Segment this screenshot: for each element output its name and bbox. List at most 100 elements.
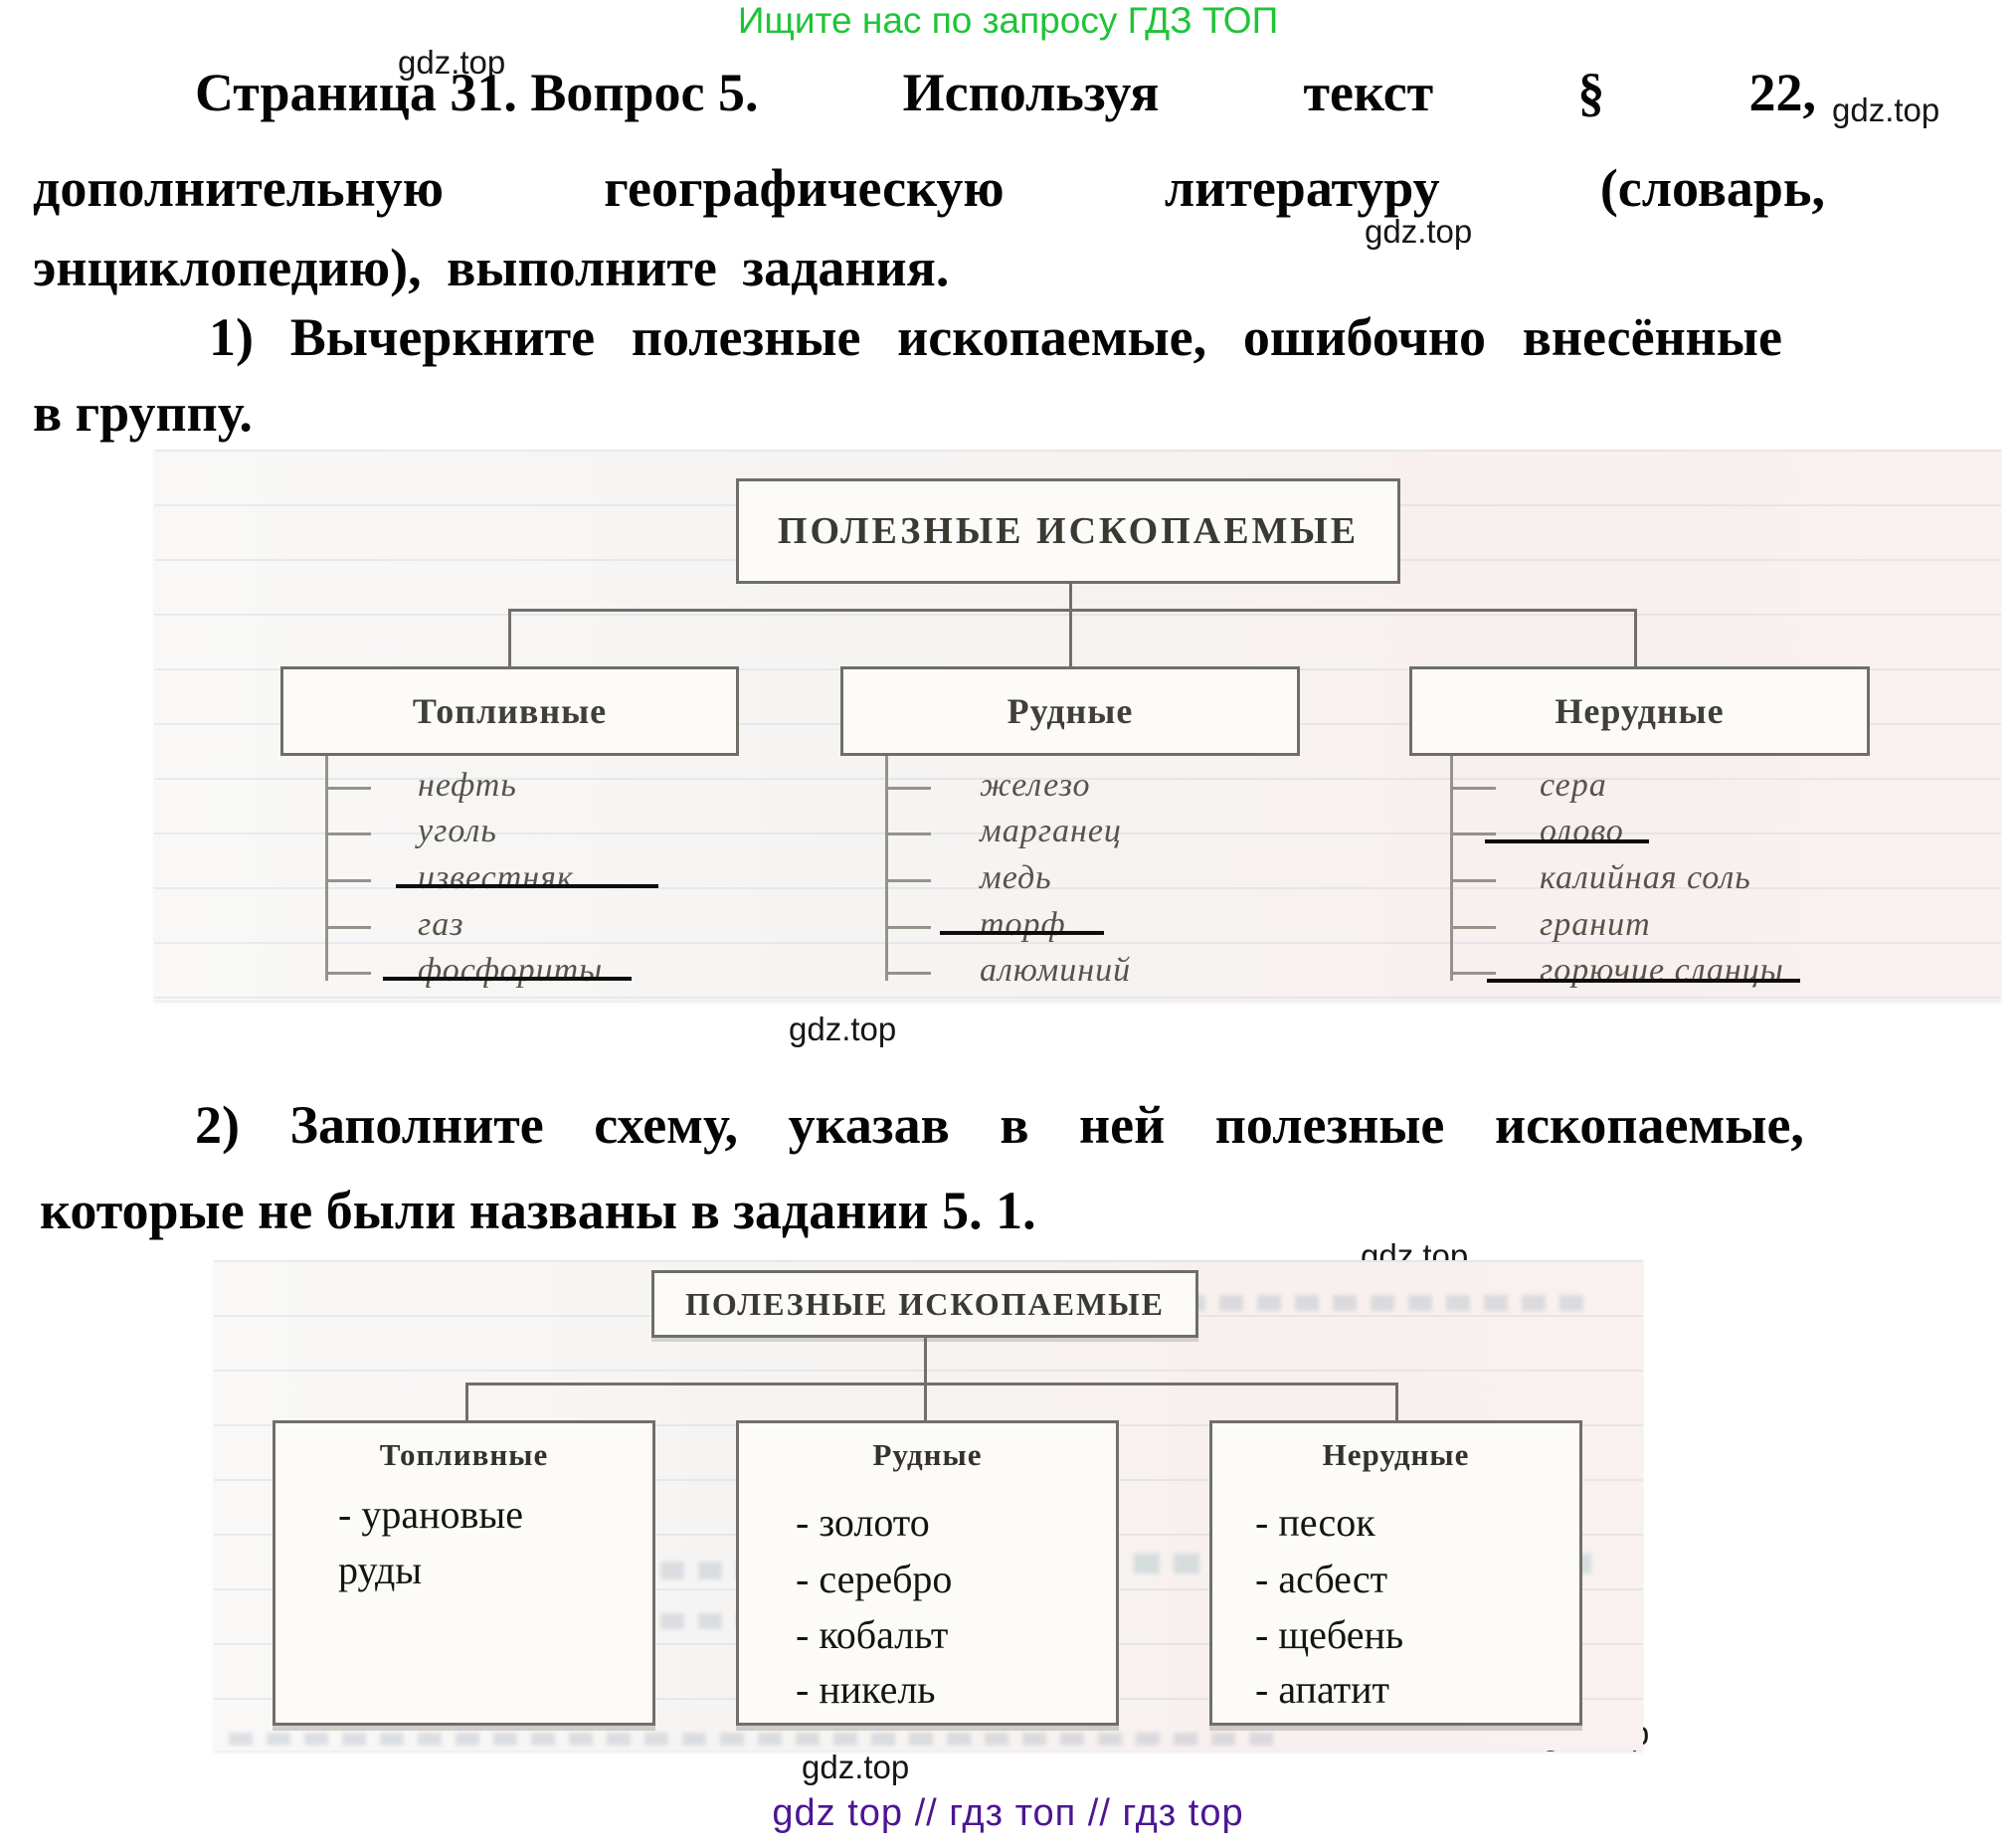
- connector-line: [1395, 1383, 1398, 1420]
- list-tick: [1450, 926, 1496, 929]
- diagram1-scan: ПОЛЕЗНЫЕ ИСКОПАЕМЫЕ Топливные Рудные Нер…: [154, 450, 2001, 1001]
- mineral-item-struck: олово: [1540, 813, 1624, 849]
- task1-part: внесённые: [1522, 307, 1782, 367]
- strikethrough-line: [396, 884, 658, 888]
- mineral-item: газ: [418, 906, 464, 943]
- question-line-1: Страница 31. Вопрос 5. Используя текст §…: [195, 66, 1816, 119]
- task2-part: ископаемые,: [1494, 1095, 1804, 1155]
- question-line-2-part: (словарь,: [1599, 158, 1825, 218]
- question-line-1-part: 22,: [1748, 63, 1816, 122]
- task2-part: Заполните: [289, 1095, 544, 1155]
- diagram1-title-box: ПОЛЕЗНЫЕ ИСКОПАЕМЫЕ: [736, 478, 1400, 584]
- footer-links: gdz top // гдз топ // гдз top: [772, 1792, 1244, 1834]
- mineral-item-struck: торф: [980, 906, 1066, 943]
- diagram1-category-label: Рудные: [1007, 691, 1134, 731]
- list-stem-line: [1450, 756, 1453, 981]
- answer-item: - урановые: [338, 1492, 523, 1537]
- mineral-item: уголь: [418, 813, 497, 849]
- mineral-item-struck: известняк: [418, 859, 574, 896]
- answer-item: - апатит: [1255, 1667, 1390, 1712]
- connector-line: [924, 1383, 927, 1420]
- task1-part: Вычеркните: [289, 307, 596, 367]
- list-tick: [885, 787, 931, 790]
- question-line-2: дополнительную географическую литературу…: [33, 161, 1825, 215]
- list-tick: [325, 879, 371, 882]
- answer-item: - серебро: [796, 1557, 953, 1601]
- task1-part: ископаемые,: [897, 307, 1207, 367]
- task2-part: полезные: [1214, 1095, 1445, 1155]
- question-line-3: энциклопедию), выполните задания.: [33, 238, 950, 297]
- diagram1-category-box-nonore: Нерудные: [1409, 666, 1870, 756]
- task2-part: ней: [1079, 1095, 1166, 1155]
- answer-item: - золото: [796, 1500, 930, 1545]
- answer-item: - песок: [1255, 1500, 1375, 1545]
- mineral-item-struck: фосфориты: [418, 952, 604, 989]
- list-tick: [885, 926, 931, 929]
- watermark: gdz.top: [789, 1011, 897, 1047]
- question-line-2-part: дополнительную: [33, 158, 444, 218]
- list-tick: [1450, 787, 1496, 790]
- task1-line-1: 1) Вычеркните полезные ископаемые, ошибо…: [209, 310, 1782, 364]
- mineral-item-struck: горючие сланцы: [1540, 952, 1784, 989]
- mineral-item: медь: [980, 859, 1052, 896]
- connector-line: [1069, 609, 1072, 666]
- watermark: gdz.top: [1365, 213, 1473, 250]
- bleed-through-line: [229, 1733, 1273, 1746]
- mineral-item: калийная соль: [1540, 859, 1751, 896]
- task1-line-2: в группу.: [33, 383, 253, 443]
- diagram2-category-box-ore: Рудные: [736, 1420, 1119, 1726]
- mineral-item: марганец: [980, 813, 1122, 849]
- task2-line-2: которые не были названы в задании 5. 1.: [40, 1181, 1036, 1240]
- strikethrough-line: [1485, 839, 1649, 843]
- diagram1-title: ПОЛЕЗНЫЕ ИСКОПАЕМЫЕ: [777, 510, 1360, 552]
- mineral-item: сера: [1540, 767, 1607, 804]
- diagram2-category-label: Рудные: [872, 1437, 983, 1472]
- answer-item: руды: [338, 1548, 423, 1592]
- list-tick: [885, 879, 931, 882]
- connector-line: [508, 609, 1637, 612]
- watermark: gdz.top: [802, 1749, 910, 1785]
- strikethrough-line: [1487, 979, 1800, 983]
- list-tick: [325, 972, 371, 975]
- list-tick: [325, 926, 371, 929]
- watermark: gdz.top: [398, 44, 506, 81]
- diagram1-category-box-fuel: Топливные: [280, 666, 739, 756]
- diagram2-category-box-fuel: Топливные: [273, 1420, 655, 1726]
- list-tick: [325, 832, 371, 835]
- diagram2-title: ПОЛЕЗНЫЕ ИСКОПАЕМЫЕ: [685, 1285, 1165, 1322]
- list-stem-line: [325, 756, 328, 981]
- task2-line-1: 2) Заполните схему, указав в ней полезны…: [195, 1098, 1804, 1152]
- diagram1-category-label: Нерудные: [1555, 691, 1725, 731]
- connector-line: [508, 609, 511, 666]
- question-line-1-part: §: [1577, 63, 1605, 122]
- question-line-1-part: Страница 31. Вопрос 5.: [195, 63, 759, 122]
- answer-item: - щебень: [1255, 1612, 1404, 1657]
- strikethrough-line: [940, 931, 1104, 935]
- list-tick: [885, 832, 931, 835]
- strikethrough-line: [383, 977, 632, 981]
- bleed-through-line: [1144, 1295, 1591, 1311]
- diagram2-scan: ПОЛЕЗНЫЕ ИСКОПАЕМЫЕ Топливные Рудные Нер…: [214, 1260, 1643, 1751]
- watermark: gdz.top: [1832, 92, 1940, 128]
- promo-header: Ищите нас по запросу ГДЗ ТОП: [737, 0, 1279, 41]
- task1-part: 1): [209, 307, 254, 367]
- answer-item: - никель: [796, 1667, 936, 1712]
- answer-item: - кобальт: [796, 1612, 949, 1657]
- connector-line: [1634, 609, 1637, 666]
- task2-part: 2): [195, 1095, 240, 1155]
- diagram1-category-label: Топливные: [412, 691, 608, 731]
- mineral-item: алюминий: [980, 952, 1132, 989]
- list-stem-line: [885, 756, 888, 981]
- connector-line: [924, 1338, 927, 1385]
- task1-part: ошибочно: [1242, 307, 1487, 367]
- diagram1-category-box-ore: Рудные: [840, 666, 1300, 756]
- list-tick: [325, 787, 371, 790]
- question-line-2-part: географическую: [604, 158, 1005, 218]
- connector-line: [1069, 584, 1072, 612]
- list-tick: [1450, 879, 1496, 882]
- list-tick: [1450, 832, 1496, 835]
- task1-part: полезные: [631, 307, 861, 367]
- connector-line: [465, 1383, 468, 1420]
- answer-item: - асбест: [1255, 1557, 1388, 1601]
